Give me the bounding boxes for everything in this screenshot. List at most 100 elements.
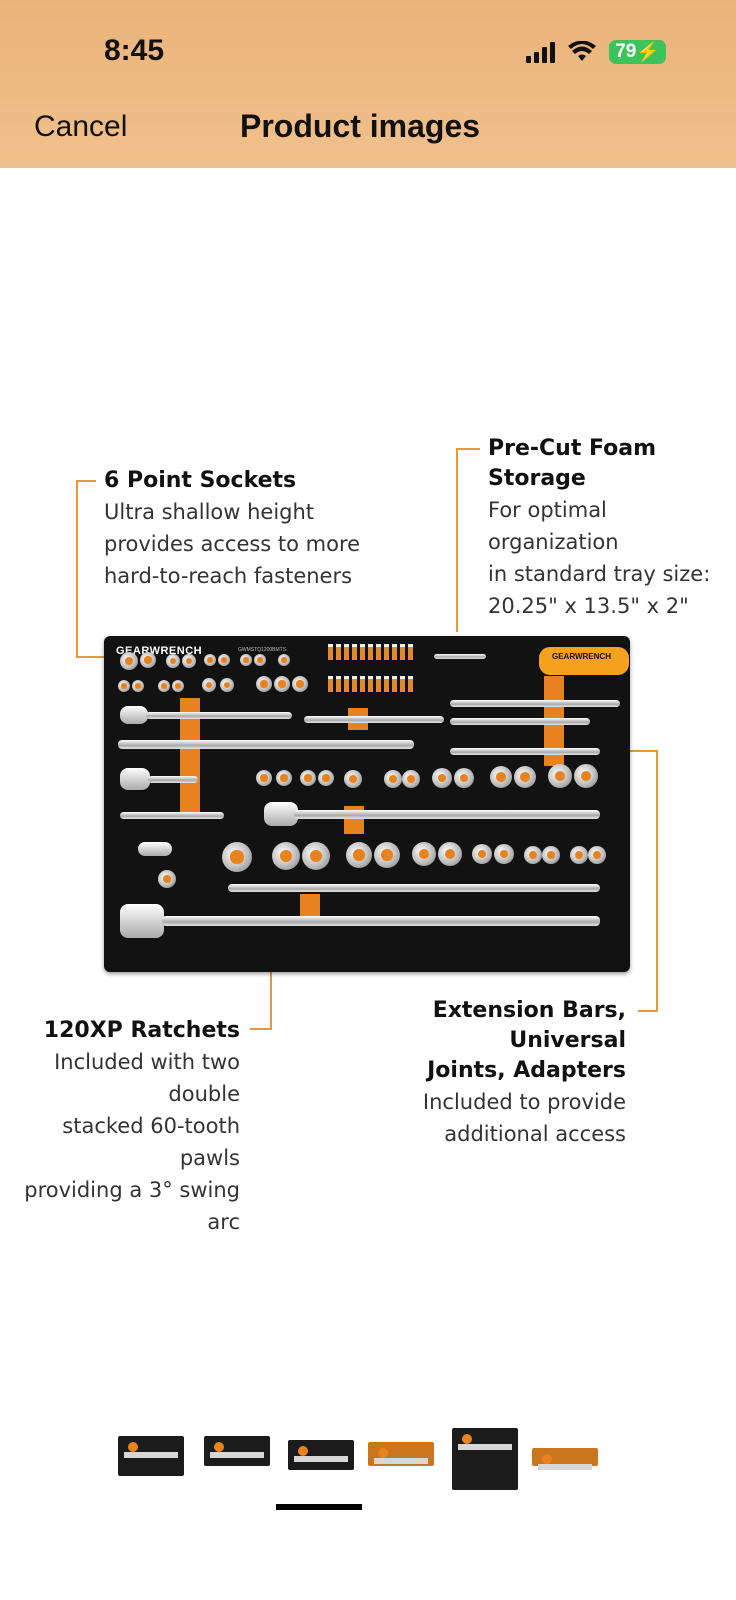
bit xyxy=(384,644,389,660)
thumbnail[interactable] xyxy=(532,1428,598,1490)
socket xyxy=(222,842,252,872)
charging-bolt-icon: ⚡ xyxy=(636,42,660,63)
socket xyxy=(218,654,230,666)
socket xyxy=(548,764,572,788)
thumbnail-strip xyxy=(118,1428,598,1498)
extension-bar xyxy=(434,654,486,659)
cancel-button[interactable]: Cancel xyxy=(34,110,128,143)
bit xyxy=(344,676,349,692)
socket xyxy=(524,846,542,864)
leader-line xyxy=(638,1010,658,1012)
callout-ratchets-heading: 120XP Ratchets xyxy=(43,1018,240,1043)
leader-line xyxy=(456,448,480,450)
socket xyxy=(158,870,176,888)
extension-bar xyxy=(450,718,590,725)
flex-handle xyxy=(118,740,414,749)
socket xyxy=(166,654,180,668)
callout-extensions-text: Included to provide additional access xyxy=(422,1090,626,1146)
leader-line xyxy=(76,480,96,482)
bit xyxy=(336,676,341,692)
bit xyxy=(400,676,405,692)
status-icons: 79⚡ xyxy=(526,40,666,64)
status-time: 8:45 xyxy=(104,34,165,67)
callout-foam-text: For optimal organization in standard tra… xyxy=(488,498,711,618)
battery-level: 79 xyxy=(615,41,637,62)
socket xyxy=(254,654,266,666)
bit xyxy=(328,644,333,660)
socket xyxy=(132,680,144,692)
leader-line xyxy=(250,1028,272,1030)
callout-ratchets-text: Included with two double stacked 60-toot… xyxy=(24,1050,240,1234)
cellular-signal-icon xyxy=(526,41,556,63)
socket xyxy=(220,678,234,692)
leader-line xyxy=(76,480,78,658)
foam-cutout xyxy=(300,894,320,916)
ratchet-handle xyxy=(148,776,198,783)
ratchet-handle xyxy=(294,810,600,819)
socket xyxy=(432,768,452,788)
leader-line xyxy=(76,656,126,658)
bit xyxy=(376,676,381,692)
callout-foam: Pre-Cut Foam Storage For optimal organiz… xyxy=(488,434,736,622)
socket xyxy=(570,846,588,864)
socket xyxy=(182,654,196,668)
bit xyxy=(352,676,357,692)
socket xyxy=(494,844,514,864)
socket xyxy=(276,770,292,786)
selected-thumbnail-indicator xyxy=(276,1504,362,1510)
bit xyxy=(400,644,405,660)
socket xyxy=(344,770,362,788)
universal-joint xyxy=(138,842,172,856)
bit xyxy=(408,676,413,692)
socket xyxy=(490,766,512,788)
extension-bar xyxy=(120,812,224,819)
bit xyxy=(328,676,333,692)
socket xyxy=(438,842,462,866)
ratchet xyxy=(264,802,298,826)
callout-ratchets: 120XP Ratchets Included with two double … xyxy=(0,1016,240,1238)
bit xyxy=(360,676,365,692)
page-title: Product images xyxy=(240,108,481,144)
battery-indicator: 79⚡ xyxy=(609,40,666,64)
callout-sockets-text: Ultra shallow height provides access to … xyxy=(104,500,361,588)
socket xyxy=(172,680,184,692)
bit xyxy=(384,676,389,692)
socket xyxy=(204,654,216,666)
socket xyxy=(300,770,316,786)
app-header: 8:45 79⚡ Cancel Product images xyxy=(0,0,736,168)
bit xyxy=(368,644,373,660)
socket xyxy=(256,676,272,692)
socket xyxy=(542,846,560,864)
leader-line xyxy=(270,926,272,1030)
leader-line xyxy=(456,448,458,632)
socket xyxy=(140,652,156,668)
thumbnail[interactable] xyxy=(204,1428,270,1490)
bit xyxy=(392,644,397,660)
thumbnail[interactable] xyxy=(452,1428,518,1490)
socket xyxy=(120,652,138,670)
bit xyxy=(408,644,413,660)
tool-tray-image: GEARWRENCH GWMSTQ1200BMTS GEARWRENCH xyxy=(104,636,630,972)
socket xyxy=(374,842,400,868)
bit xyxy=(336,644,341,660)
bit xyxy=(376,644,381,660)
socket xyxy=(256,770,272,786)
socket xyxy=(514,766,536,788)
thumbnail[interactable] xyxy=(368,1428,434,1490)
thumbnail[interactable] xyxy=(118,1428,184,1490)
ratchet xyxy=(120,904,164,938)
socket xyxy=(346,842,372,868)
bit xyxy=(392,676,397,692)
ratchet-handle xyxy=(146,712,292,719)
callout-foam-heading: Pre-Cut Foam Storage xyxy=(488,436,657,491)
extension-bar xyxy=(450,748,600,755)
bit xyxy=(360,644,365,660)
socket xyxy=(402,770,420,788)
handle-brand: GEARWRENCH xyxy=(552,652,611,661)
callout-sockets: 6 Point Sockets Ultra shallow height pro… xyxy=(104,466,360,592)
screwdriver-handle xyxy=(536,644,630,678)
foam-cutout xyxy=(180,698,200,818)
thumbnail[interactable] xyxy=(288,1428,354,1490)
socket xyxy=(384,770,402,788)
socket xyxy=(292,676,308,692)
